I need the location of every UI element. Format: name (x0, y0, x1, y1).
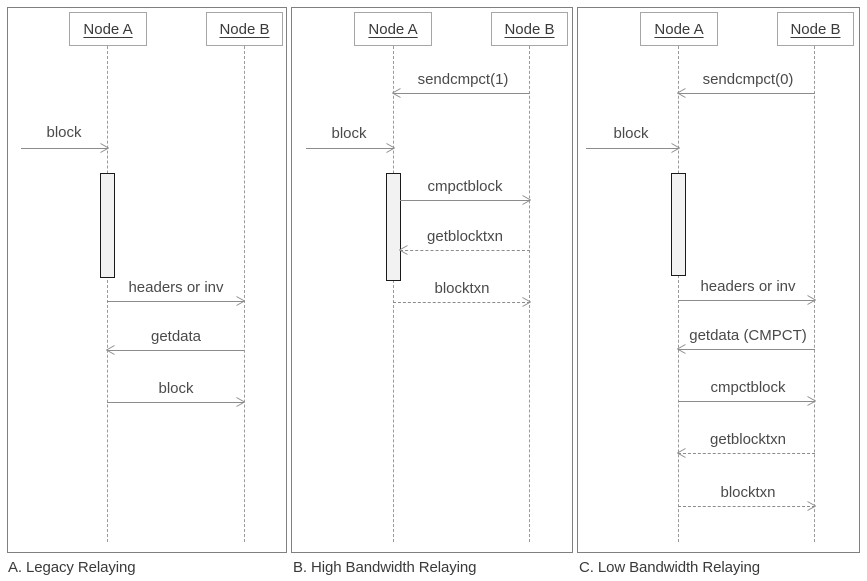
panel-b-message-sendcmpct-label: sendcmpct(1) (417, 71, 509, 88)
panel-b-node-b-label: Node B (504, 20, 555, 38)
panel-a-node-b-label: Node B (219, 20, 270, 38)
caption-panel-c: C. Low Bandwidth Relaying (579, 559, 760, 576)
panel-c-message-headers-label: headers or inv (700, 278, 796, 295)
panel-a-message-block-in-label: block (46, 124, 82, 141)
panel-c-message-blocktxn-line (678, 506, 815, 507)
panel-a-message-headers-label: headers or inv (128, 279, 224, 296)
panel-b-node-b-lifeline (529, 46, 530, 542)
caption-panel-b: B. High Bandwidth Relaying (293, 559, 477, 576)
panel-low-bandwidth-relaying: Node A Node B sendcmpct(0) block (577, 7, 860, 553)
panel-c-message-blocktxn-label: blocktxn (720, 484, 776, 501)
caption-panel-a: A. Legacy Relaying (8, 559, 136, 576)
panel-c-message-cmpctblock-line (678, 401, 815, 402)
panel-b-node-b-box: Node B (491, 12, 568, 46)
panel-b-node-a-lifeline (393, 46, 394, 542)
panel-c-node-a-box: Node A (640, 12, 718, 46)
arrow-head-left-icon (106, 345, 115, 355)
panel-c-message-sendcmpct-label: sendcmpct(0) (702, 71, 794, 88)
panel-b-message-getblocktxn-label: getblocktxn (427, 228, 503, 245)
arrow-head-right-icon (522, 195, 531, 205)
panel-c-message-sendcmpct-line (678, 93, 815, 94)
panel-a-message-block-in-line (21, 148, 108, 149)
arrow-head-right-icon (671, 143, 680, 153)
panel-a-message-getdata-label: getdata (150, 328, 202, 345)
panel-c-message-getblocktxn-label: getblocktxn (710, 431, 786, 448)
panel-b-message-blocktxn-line (393, 302, 530, 303)
panel-b-node-a-box: Node A (354, 12, 432, 46)
panel-c-message-getblocktxn-line (678, 453, 815, 454)
arrow-head-right-icon (807, 396, 816, 406)
panel-a-message-getdata-line (107, 350, 244, 351)
arrow-head-left-icon (677, 88, 686, 98)
panel-legacy-relaying: Node A Node B block headers or inv (7, 7, 287, 553)
panel-a-message-headers-line (107, 301, 244, 302)
panel-b-message-block-in-label: block (331, 125, 367, 142)
panel-c-node-b-lifeline (814, 46, 815, 542)
panel-c-node-b-label: Node B (790, 20, 841, 38)
panel-c-message-cmpctblock-label: cmpctblock (710, 379, 786, 396)
arrow-head-right-icon (522, 297, 531, 307)
panel-c-node-a-label: Node A (654, 20, 704, 38)
arrow-head-left-icon (677, 344, 686, 354)
panel-b-node-a-label: Node A (368, 20, 418, 38)
arrow-head-right-icon (236, 296, 245, 306)
panel-a-message-block-out-line (107, 402, 244, 403)
panel-c-message-getdata-label: getdata (CMPCT) (689, 327, 807, 344)
panel-c-message-block-in-label: block (613, 125, 649, 142)
panel-high-bandwidth-relaying: Node A Node B sendcmpct(1) block (291, 7, 573, 553)
arrow-head-left-icon (399, 245, 408, 255)
panel-a-node-a-box: Node A (69, 12, 147, 46)
panel-b-message-cmpctblock-line (400, 200, 530, 201)
panel-b-message-cmpctblock-label: cmpctblock (427, 178, 503, 195)
arrow-head-left-icon (677, 448, 686, 458)
panel-a-message-block-out-label: block (158, 380, 194, 397)
arrow-head-right-icon (236, 397, 245, 407)
panel-b-message-sendcmpct-line (393, 93, 530, 94)
panel-a-node-a-label: Node A (83, 20, 133, 38)
panel-b-message-block-in-line (306, 148, 394, 149)
panel-a-node-a-lifeline (107, 46, 108, 542)
arrow-head-right-icon (807, 295, 816, 305)
arrow-head-right-icon (100, 143, 109, 153)
panel-a-node-b-lifeline (244, 46, 245, 542)
panel-b-message-getblocktxn-line (400, 250, 530, 251)
panel-c-activation-bar (671, 173, 686, 276)
panel-b-activation-bar (386, 173, 401, 281)
panel-a-node-b-box: Node B (206, 12, 283, 46)
panel-b-message-blocktxn-label: blocktxn (434, 280, 490, 297)
panel-c-message-getdata-line (678, 349, 815, 350)
panel-a-activation-bar (100, 173, 115, 278)
arrow-head-right-icon (807, 501, 816, 511)
panel-c-message-headers-line (678, 300, 815, 301)
panel-c-node-b-box: Node B (777, 12, 854, 46)
arrow-head-left-icon (392, 88, 401, 98)
panel-c-node-a-lifeline (678, 46, 679, 542)
panel-c-message-block-in-line (586, 148, 679, 149)
arrow-head-right-icon (386, 143, 395, 153)
